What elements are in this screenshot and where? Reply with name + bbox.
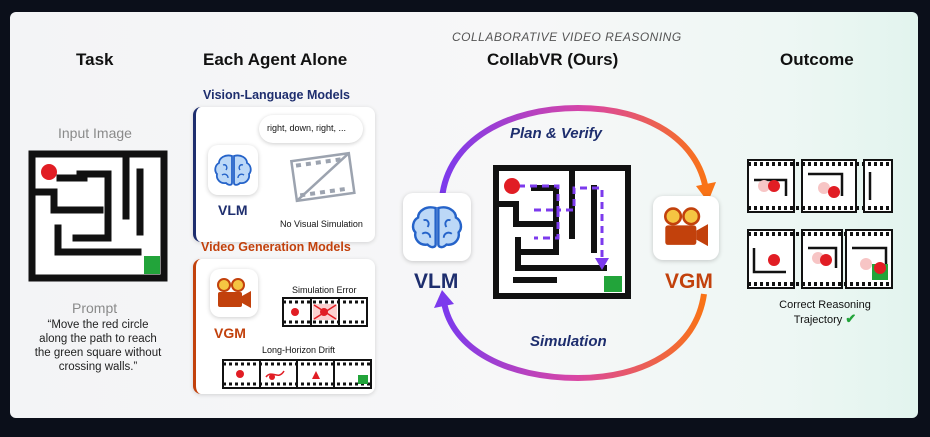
vgm-icon-box xyxy=(653,196,719,260)
vlm-icon-box xyxy=(403,193,471,261)
input-image-label: Input Image xyxy=(58,125,132,141)
vlm-panel-heading: Vision-Language Models xyxy=(203,88,351,102)
collab-column-title: CollabVR (Ours) xyxy=(487,50,619,69)
prompt-label: Prompt xyxy=(72,300,118,316)
camera-icon xyxy=(217,278,251,308)
outcome-film-frames xyxy=(747,159,893,289)
no-visual-simulation-caption: No Visual Simulation xyxy=(280,219,363,229)
subtitle: COLLABORATIVE VIDEO REASONING xyxy=(452,30,682,44)
outcome-caption-text: Trajectory xyxy=(793,314,843,326)
speech-bubble-text: right, down, right, ... xyxy=(267,123,347,133)
task-maze xyxy=(28,150,168,282)
simulation-error-label: Simulation Error xyxy=(292,285,357,295)
check-icon: ✔ xyxy=(845,311,857,326)
vgm-label: VGM xyxy=(665,270,713,293)
vlm-panel: right, down, right, ... VLM No Visual Si… xyxy=(193,107,375,242)
vgm-small-label: VGM xyxy=(214,325,246,341)
collab-cycle-arrows xyxy=(434,104,716,382)
vgm-small-icon-box xyxy=(210,269,258,317)
simulation-error-film xyxy=(282,297,368,327)
outcome-caption-line1: Correct Reasoning xyxy=(779,299,871,311)
camera-icon xyxy=(664,207,708,247)
long-horizon-drift-film xyxy=(222,359,372,389)
vlm-small-label: VLM xyxy=(218,202,248,218)
outcome-caption: Correct Reasoning Trajectory ✔ xyxy=(770,298,880,327)
speech-bubble: right, down, right, ... xyxy=(259,115,363,143)
alone-column-title: Each Agent Alone xyxy=(203,50,348,69)
prompt-text: “Move the red circle along the path to r… xyxy=(34,319,162,373)
outcome-caption-line2: Trajectory ✔ xyxy=(770,312,880,327)
vlm-small-icon-box xyxy=(208,145,258,195)
outcome-column-title: Outcome xyxy=(780,50,854,69)
vgm-panel-heading: Video Generation Models xyxy=(201,240,351,254)
simulation-label: Simulation xyxy=(530,333,607,350)
brain-icon xyxy=(411,206,463,249)
vlm-label: VLM xyxy=(414,270,459,293)
brain-icon xyxy=(214,154,252,186)
long-horizon-drift-label: Long-Horizon Drift xyxy=(262,345,336,355)
figure-card: Task Each Agent Alone COLLABORATIVE VIDE… xyxy=(10,12,918,418)
plan-verify-label: Plan & Verify xyxy=(510,125,602,142)
task-column-title: Task xyxy=(76,50,114,69)
film-strip-crossed-icon xyxy=(289,151,356,203)
vgm-panel: VGM Simulation Error Long-Horizon Drift xyxy=(193,259,375,394)
collab-maze xyxy=(493,165,631,299)
